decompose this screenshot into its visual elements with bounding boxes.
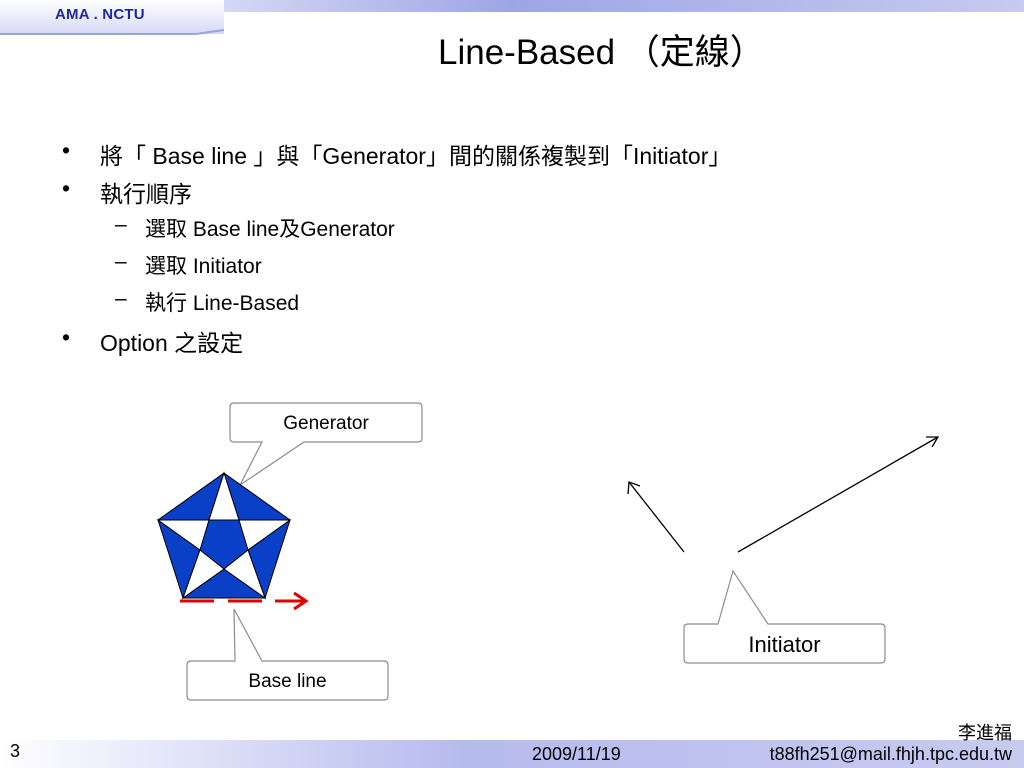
sub-bullet-text: 執行 Line-Based (145, 292, 300, 315)
base-line-label: Base line (248, 671, 327, 692)
brand-label: AMA . NCTU (55, 6, 145, 23)
sub-bullet-item: – 選取 Base line及Generator (62, 213, 1002, 241)
generator-label: Generator (283, 413, 369, 434)
sub-bullet-item: – 執行 Line-Based (62, 287, 1002, 315)
bullet-marker: • (62, 137, 71, 163)
bullet-item: • Option 之設定 (62, 324, 1002, 356)
sub-bullet-marker: – (115, 250, 127, 273)
bullet-list: • 將「 Base line 」與「Generator」間的關係複製到「Init… (62, 137, 1002, 362)
base-line-callout (186, 608, 389, 701)
sub-bullet-text: 選取 Base line及Generator (145, 218, 395, 241)
sub-bullet-marker: – (115, 287, 127, 310)
brand-tab (0, 0, 225, 35)
sub-bullet-item: – 選取 Initiator (62, 250, 1002, 278)
generator-callout (229, 402, 423, 487)
bullet-text: 執行順序 (100, 181, 192, 207)
bullet-marker: • (62, 324, 71, 350)
sub-bullet-text: 選取 Initiator (145, 255, 262, 278)
bullet-text: 將「 Base line 」與「Generator」間的關係複製到「Initia… (100, 143, 732, 169)
initiator-callout (683, 569, 886, 664)
initiator-label: Initiator (748, 632, 821, 657)
top-band (0, 0, 1024, 12)
initiator-lines (627, 436, 940, 553)
footer-author: 李進福 (958, 723, 1012, 743)
bullet-item: • 執行順序 (62, 175, 1002, 207)
footer-email: t88fh251@mail.fhjh.tpc.edu.tw (769, 744, 1012, 764)
sub-bullet-marker: – (115, 213, 127, 236)
bullet-item: • 將「 Base line 」與「Generator」間的關係複製到「Init… (62, 137, 1002, 169)
bullet-text: Option 之設定 (100, 330, 244, 356)
bottom-band (0, 740, 1024, 768)
base-line-arrow (180, 591, 309, 611)
slide-title: Line-Based （定線） (438, 33, 765, 72)
slide-number: 3 (10, 741, 21, 761)
footer-date: 2009/11/19 (532, 744, 621, 764)
bullet-marker: • (62, 175, 71, 201)
star-white-regions (156, 471, 292, 600)
